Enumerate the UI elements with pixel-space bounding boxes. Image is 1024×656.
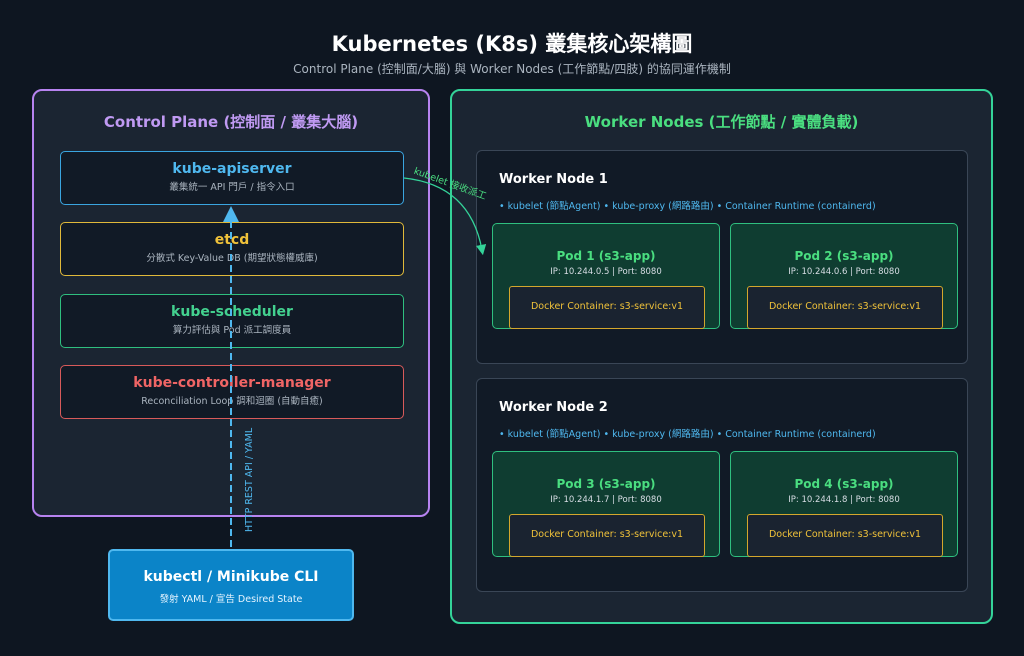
worker-nodes-panel: Worker Nodes (工作節點 / 實體負載) Worker Node 1… (450, 89, 993, 624)
diagram-subtitle: Control Plane (控制面/大腦) 與 Worker Nodes (工… (293, 62, 731, 76)
worker-node-title: Worker Node 1 (499, 172, 608, 187)
worker-node-1: Worker Node 1 • kubelet (節點Agent) • kube… (476, 150, 968, 364)
kube-apiserver-box: kube-apiserver 叢集統一 API 門戶 / 指令入口 (60, 151, 404, 205)
pod-ip: IP: 10.244.0.5 | Port: 8080 (550, 267, 662, 277)
pod-ip: IP: 10.244.1.7 | Port: 8080 (550, 495, 662, 505)
pod-ip: IP: 10.244.1.8 | Port: 8080 (788, 495, 900, 505)
pod-name: Pod 3 (s3-app) (556, 477, 656, 491)
kube-apiserver-name: kube-apiserver (172, 161, 292, 177)
pod-box: Pod 2 (s3-app) IP: 10.244.0.6 | Port: 80… (730, 223, 958, 329)
docker-container-box: Docker Container: s3-service:v1 (747, 286, 943, 329)
docker-container-box: Docker Container: s3-service:v1 (509, 514, 705, 557)
pod-box: Pod 3 (s3-app) IP: 10.244.1.7 | Port: 80… (492, 451, 720, 557)
etcd-name: etcd (214, 232, 250, 248)
worker-node-2: Worker Node 2 • kubelet (節點Agent) • kube… (476, 378, 968, 592)
kubectl-cli-desc: 發射 YAML / 宣告 Desired State (159, 594, 303, 605)
control-plane-title: Control Plane (控制面 / 叢集大腦) (103, 113, 359, 131)
kube-apiserver-desc: 叢集統一 API 門戶 / 指令入口 (169, 182, 295, 193)
worker-node-agents: • kubelet (節點Agent) • kube-proxy (網路路由) … (499, 429, 876, 440)
worker-node-agents: • kubelet (節點Agent) • kube-proxy (網路路由) … (499, 201, 876, 212)
kube-controller-manager-name: kube-controller-manager (133, 375, 331, 391)
kubectl-cli-box: kubectl / Minikube CLI 發射 YAML / 宣告 Desi… (108, 549, 354, 621)
kubectl-cli-name: kubectl / Minikube CLI (143, 569, 319, 585)
pod-name: Pod 4 (s3-app) (794, 477, 894, 491)
http-rest-api-label: HTTP REST API / YAML (244, 427, 255, 532)
diagram-title: Kubernetes (K8s) 叢集核心架構圖 (331, 32, 693, 56)
pod-name: Pod 1 (s3-app) (556, 249, 656, 263)
pod-box: Pod 1 (s3-app) IP: 10.244.0.5 | Port: 80… (492, 223, 720, 329)
pod-box: Pod 4 (s3-app) IP: 10.244.1.8 | Port: 80… (730, 451, 958, 557)
pod-ip: IP: 10.244.0.6 | Port: 8080 (788, 267, 900, 277)
docker-container-box: Docker Container: s3-service:v1 (747, 514, 943, 557)
pod-name: Pod 2 (s3-app) (794, 249, 894, 263)
docker-container-box: Docker Container: s3-service:v1 (509, 286, 705, 329)
worker-nodes-title: Worker Nodes (工作節點 / 實體負載) (584, 113, 859, 131)
kube-scheduler-desc: 算力評估與 Pod 派工調度員 (172, 325, 292, 336)
worker-node-title: Worker Node 2 (499, 400, 608, 415)
apiserver-to-kubelet-arrow (403, 177, 487, 256)
